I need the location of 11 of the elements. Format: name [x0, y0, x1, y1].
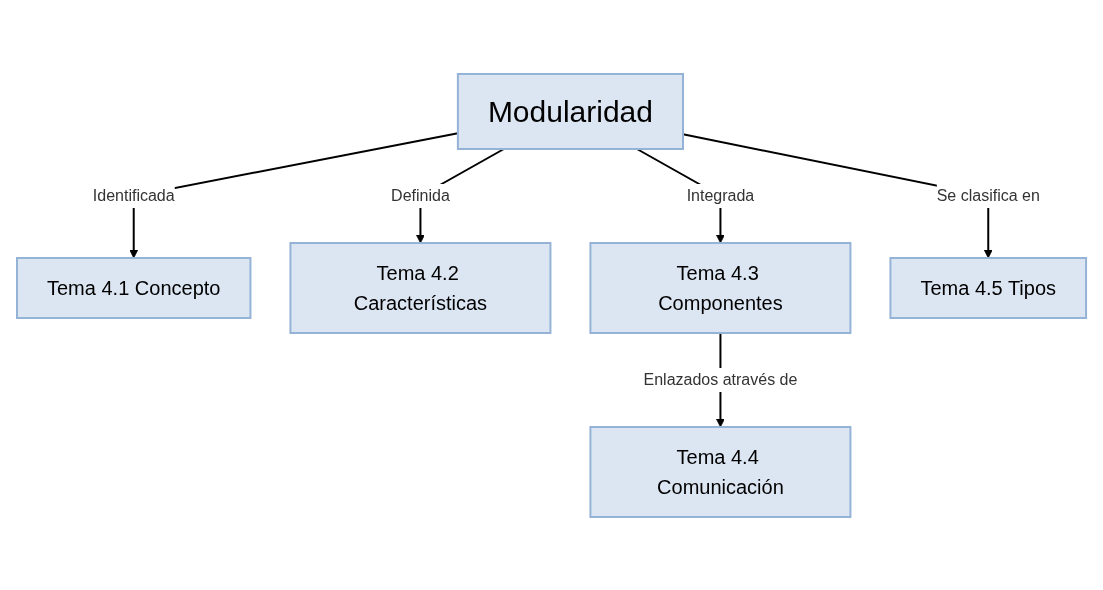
node-box: Tema 4.3 Componentes	[589, 241, 852, 334]
node-box: Tema 4.1 Concepto	[15, 256, 252, 319]
node-box: Tema 4.5 Tipos	[889, 256, 1088, 319]
node-box: Modularidad	[456, 72, 684, 150]
edge-label: Definida	[391, 186, 450, 204]
edge-label: Enlazados através de	[643, 370, 798, 388]
edge-label: Integrada	[686, 186, 755, 204]
node-box: Tema 4.4 Comunicación	[589, 425, 852, 518]
edge-label: Se clasifica en	[936, 186, 1040, 204]
node-box: Tema 4.2 Características	[289, 241, 552, 334]
edge-label: Identificada	[92, 186, 175, 204]
